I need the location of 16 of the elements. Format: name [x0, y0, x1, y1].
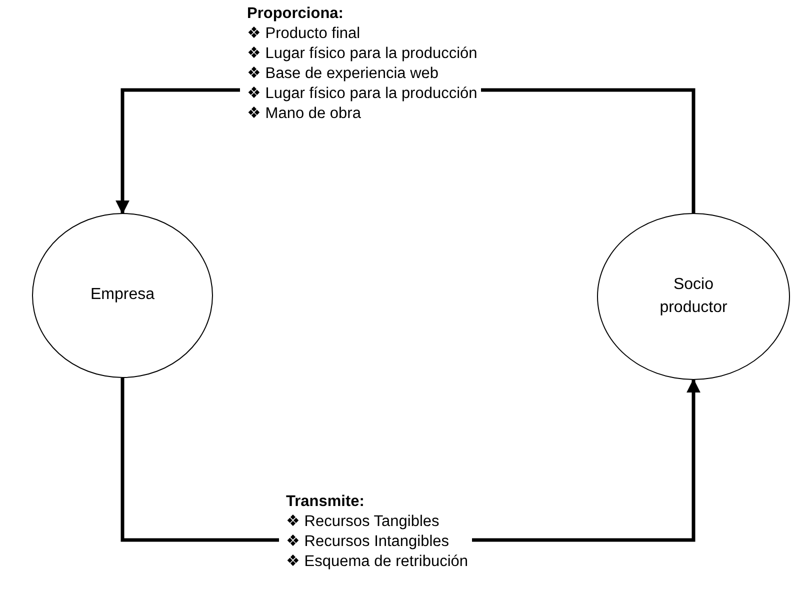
list-item: ❖ Lugar físico para la producción [247, 44, 478, 64]
node-label: Empresa [90, 285, 155, 306]
heading: Transmite: [286, 492, 366, 512]
list-item: ❖ Recursos Intangibles [286, 532, 450, 552]
arrow [116, 88, 240, 214]
list-item: ❖ Recursos Tangibles [286, 512, 440, 532]
list-item: ❖ Lugar físico para la producción [247, 84, 478, 104]
list-item: ❖ Base de experiencia web [247, 64, 440, 84]
connector-line [481, 88, 696, 213]
list-item: ❖ Mano de obra [247, 104, 362, 124]
heading: Proporciona: [247, 4, 344, 24]
arrow [472, 378, 700, 542]
list-item: ❖ Producto final [247, 24, 362, 44]
list-item: ❖ Esquema de retribución [286, 552, 470, 572]
connector-line [120, 378, 279, 542]
node-label: Socio productor [658, 275, 728, 318]
